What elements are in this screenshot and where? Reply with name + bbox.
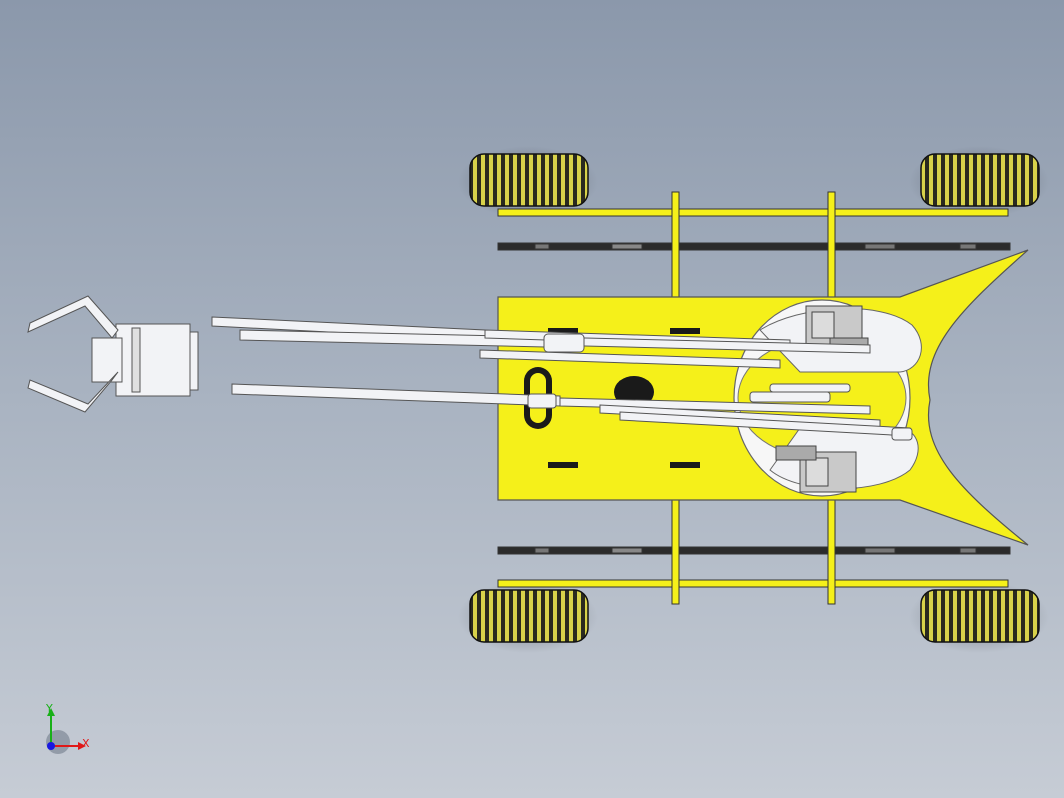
servo-lower [775,445,857,493]
gripper [27,295,199,413]
wheel-rear-right [909,581,1049,653]
wheel-rear-left [458,581,598,653]
wheel-front-left [458,146,598,218]
y-axis-label: Y [45,702,53,715]
arm-links [211,316,913,441]
cross-struts [671,191,836,605]
coordinate-triad: Y X [45,702,90,754]
x-axis-label: X [82,737,90,750]
side-rails [497,208,1011,588]
z-axis-dot [47,742,55,750]
triad-hub [46,730,70,754]
wheel-front-right [909,146,1049,218]
